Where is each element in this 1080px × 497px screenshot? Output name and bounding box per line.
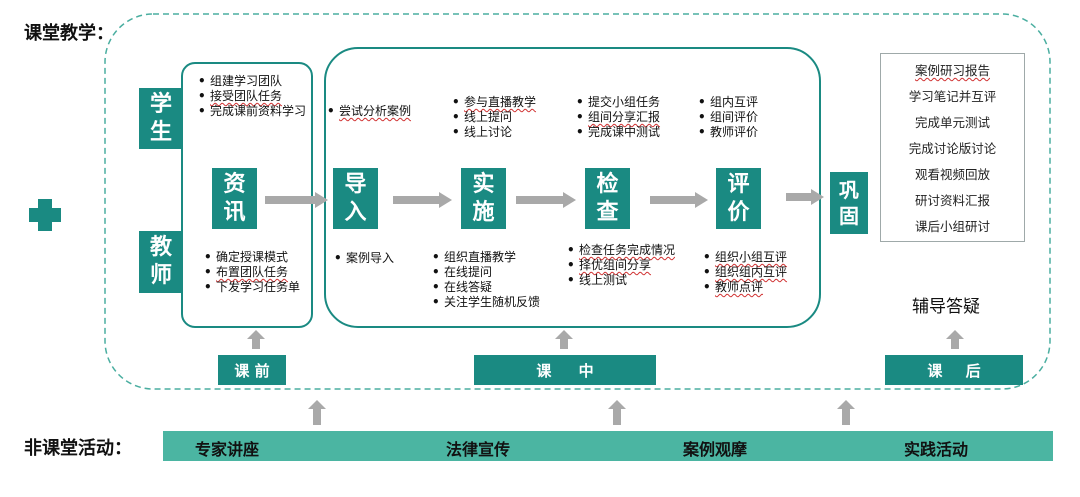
list-item: 关注学生随机反馈 xyxy=(432,295,572,310)
list-item: 线上提问 xyxy=(452,110,562,125)
non-classroom-activities-label: 非课堂活动： xyxy=(24,438,132,459)
arrow-pingjia-to-gonggu xyxy=(786,189,824,205)
tutoring-label: 辅导答疑 xyxy=(912,297,980,317)
list-item: 在线提问 xyxy=(432,265,572,280)
student-role-box: 学生 xyxy=(139,88,183,149)
classroom-teaching-label: 课堂教学： xyxy=(24,23,114,44)
list-item: 提交小组任务 xyxy=(576,95,686,110)
stage-daoru-label: 导入 xyxy=(344,171,367,225)
stage-zixun-box: 资讯 xyxy=(212,168,257,229)
arrow-daoru-to-shishi xyxy=(393,192,452,208)
phase-after-bar: 课 后 xyxy=(885,355,1023,385)
list-item: 组织直播教学 xyxy=(432,250,572,265)
activity-legal-publicity: 法律宣传 xyxy=(446,440,511,459)
list-item: 完成讨论版讨论 xyxy=(908,141,997,156)
list-item: 观看视频回放 xyxy=(914,167,990,182)
student-zixun-list: 组建学习团队 接受团队任务 完成课前资料学习 xyxy=(198,74,306,119)
teacher-shishi-list: 组织直播教学 在线提问 在线答疑 关注学生随机反馈 xyxy=(432,250,572,310)
phase-before-label: 课 前 xyxy=(234,361,270,380)
teacher-pingjia-list: 组织小组互评 组织组内互评 教师点评 xyxy=(703,250,813,295)
stage-gonggu-box: 巩固 xyxy=(830,172,868,234)
after-class-tasks-box: 案例研习报告 学习笔记并互评 完成单元测试 完成讨论版讨论 观看视频回放 研讨资… xyxy=(880,53,1025,242)
list-item: 完成课中测试 xyxy=(576,125,686,140)
stage-daoru-box: 导入 xyxy=(333,168,378,229)
list-item: 教师点评 xyxy=(703,280,813,295)
stage-shishi-label: 实施 xyxy=(472,171,495,225)
arrow-zixun-to-daoru xyxy=(265,192,328,208)
teacher-role-label: 教师 xyxy=(150,235,173,288)
list-item: 布置团队任务 xyxy=(204,265,308,280)
list-item: 组建学习团队 xyxy=(198,74,306,89)
list-item: 学习笔记并互评 xyxy=(908,89,997,104)
arrow-jiancha-to-pingjia xyxy=(650,192,708,208)
list-item: 下发学习任务单 xyxy=(204,280,308,295)
list-item: 组内互评 xyxy=(698,95,798,110)
student-role-label: 学生 xyxy=(150,91,173,145)
arrow-shishi-to-jiancha xyxy=(516,192,576,208)
list-item: 组织小组互评 xyxy=(703,250,813,265)
activity-expert-lecture: 专家讲座 xyxy=(195,440,260,459)
list-item: 教师评价 xyxy=(698,125,798,140)
student-pingjia-list: 组内互评 组间评价 教师评价 xyxy=(698,95,798,140)
list-item: 接受团队任务 xyxy=(198,89,306,104)
plus-icon xyxy=(29,199,61,231)
activity-case-observation: 案例观摩 xyxy=(683,440,748,459)
student-daoru-list: 尝试分析案例 xyxy=(327,104,437,119)
up-arrow-icon xyxy=(837,400,855,425)
activity-practice: 实践活动 xyxy=(904,440,969,459)
list-item: 案例导入 xyxy=(334,251,424,266)
list-item: 研讨资料汇报 xyxy=(914,193,990,208)
pre-class-frame xyxy=(181,62,313,328)
list-item: 确定授课模式 xyxy=(204,250,308,265)
teacher-daoru-list: 案例导入 xyxy=(334,251,424,266)
list-item: 尝试分析案例 xyxy=(327,104,437,119)
teacher-jiancha-list: 检查任务完成情况 择优组间分享 线上测试 xyxy=(567,243,702,288)
list-item: 组间分享汇报 xyxy=(576,110,686,125)
in-class-frame xyxy=(324,47,821,328)
list-item: 线上讨论 xyxy=(452,125,562,140)
list-item: 择优组间分享 xyxy=(567,258,702,273)
list-item: 参与直播教学 xyxy=(452,95,562,110)
phase-before-bar: 课 前 xyxy=(218,355,286,385)
up-arrow-icon xyxy=(247,330,265,349)
up-arrow-icon xyxy=(946,330,964,349)
up-arrow-icon xyxy=(608,400,626,425)
list-item: 组织组内互评 xyxy=(703,265,813,280)
phase-during-label: 课 中 xyxy=(536,361,594,380)
stage-jiancha-label: 检查 xyxy=(596,171,619,225)
teacher-role-box: 教师 xyxy=(139,231,183,293)
student-jiancha-list: 提交小组任务 组间分享汇报 完成课中测试 xyxy=(576,95,686,140)
list-item: 线上测试 xyxy=(567,273,702,288)
list-item: 在线答疑 xyxy=(432,280,572,295)
stage-pingjia-label: 评价 xyxy=(727,171,750,225)
phase-during-bar: 课 中 xyxy=(474,355,656,385)
stage-zixun-label: 资讯 xyxy=(223,171,246,225)
list-item: 课后小组研讨 xyxy=(914,219,990,234)
student-shishi-list: 参与直播教学 线上提问 线上讨论 xyxy=(452,95,562,140)
activities-bar: 专家讲座 法律宣传 案例观摩 实践活动 xyxy=(163,431,1053,461)
stage-pingjia-box: 评价 xyxy=(716,168,761,229)
phase-after-label: 课 后 xyxy=(927,361,981,380)
up-arrow-icon xyxy=(555,330,573,349)
stage-gonggu-label: 巩固 xyxy=(839,178,859,228)
list-item: 完成课前资料学习 xyxy=(198,104,306,119)
up-arrow-icon xyxy=(308,400,326,425)
teacher-zixun-list: 确定授课模式 布置团队任务 下发学习任务单 xyxy=(204,250,308,295)
list-item: 组间评价 xyxy=(698,110,798,125)
stage-shishi-box: 实施 xyxy=(461,168,506,229)
stage-jiancha-box: 检查 xyxy=(585,168,630,229)
list-item: 完成单元测试 xyxy=(914,115,990,130)
list-item: 检查任务完成情况 xyxy=(567,243,702,258)
list-item: 案例研习报告 xyxy=(914,63,990,78)
